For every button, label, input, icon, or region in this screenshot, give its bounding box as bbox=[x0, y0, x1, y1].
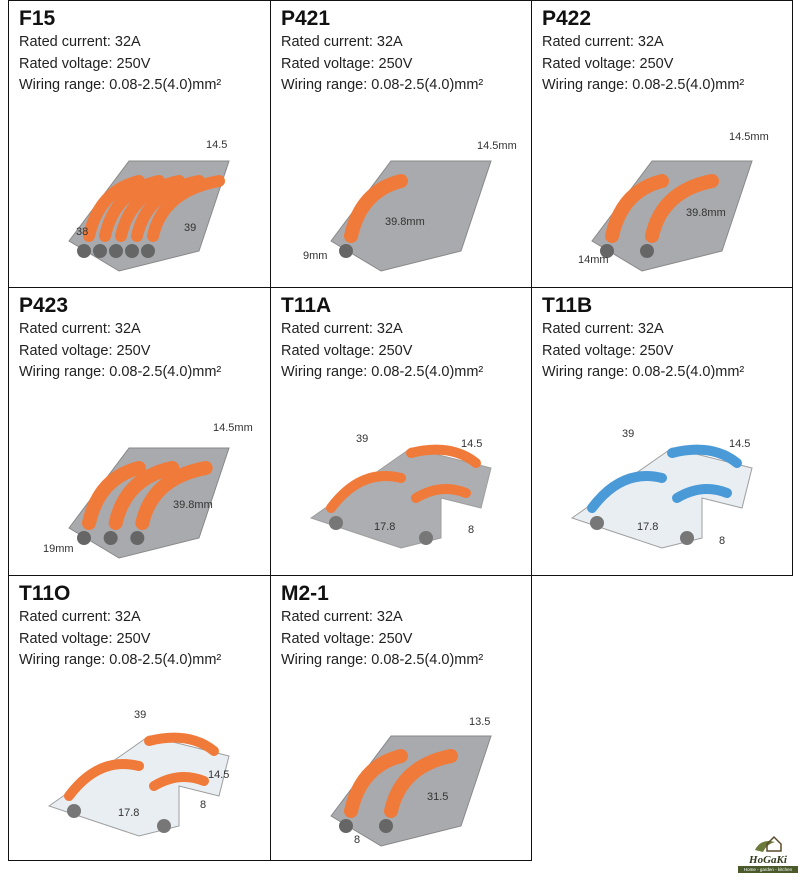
product-cell-p423: P423 Rated current: 32A Rated voltage: 2… bbox=[8, 287, 271, 576]
model-name: T11O bbox=[19, 582, 71, 605]
rated-current: Rated current: 32A bbox=[542, 34, 664, 50]
wiring-range: Wiring range: 0.08-2.5(4.0)mm² bbox=[19, 77, 222, 93]
dimension-label: 13.5 bbox=[469, 716, 491, 728]
dimension-label: 39 bbox=[134, 709, 147, 721]
model-name: P422 bbox=[542, 7, 592, 30]
wiring-range: Wiring range: 0.08-2.5(4.0)mm² bbox=[281, 364, 484, 380]
dimension-label: 39.8mm bbox=[385, 216, 425, 228]
model-name: P421 bbox=[281, 7, 331, 30]
hogaki-logo: HoGaKi Home - garden - kitchen bbox=[738, 832, 798, 886]
wiring-range: Wiring range: 0.08-2.5(4.0)mm² bbox=[542, 364, 745, 380]
rated-voltage: Rated voltage: 250V bbox=[19, 56, 151, 72]
dimension-label: 14.5 bbox=[206, 139, 228, 151]
model-name: T11B bbox=[542, 294, 593, 317]
wiring-range: Wiring range: 0.08-2.5(4.0)mm² bbox=[19, 364, 222, 380]
connector-image bbox=[309, 444, 492, 549]
dimension-label: 39.8mm bbox=[173, 499, 213, 511]
connector-image bbox=[591, 160, 753, 272]
wiring-range: Wiring range: 0.08-2.5(4.0)mm² bbox=[19, 652, 222, 668]
product-cell-t11o: T11O Rated current: 32A Rated voltage: 2… bbox=[8, 575, 271, 861]
dimension-label: 17.8 bbox=[118, 807, 140, 819]
product-cell-m2-1: M2-1 Rated current: 32A Rated voltage: 2… bbox=[270, 575, 532, 861]
dimension-label: 8 bbox=[468, 524, 475, 536]
rated-current: Rated current: 32A bbox=[281, 34, 403, 50]
dimension-label: 39 bbox=[184, 222, 197, 234]
rated-current: Rated current: 32A bbox=[281, 321, 403, 337]
logo-tagline: Home - garden - kitchen bbox=[738, 866, 798, 873]
rated-current: Rated current: 32A bbox=[19, 321, 141, 337]
dimension-label: 17.8 bbox=[637, 521, 659, 533]
dimension-label: 14mm bbox=[578, 254, 609, 266]
dimension-label: 8 bbox=[200, 799, 207, 811]
rated-voltage: Rated voltage: 250V bbox=[281, 631, 413, 647]
product-cell-p421: P421 Rated current: 32A Rated voltage: 2… bbox=[270, 0, 532, 288]
dimension-label: 39 bbox=[622, 428, 635, 440]
rated-voltage: Rated voltage: 250V bbox=[281, 56, 413, 72]
rated-current: Rated current: 32A bbox=[19, 34, 141, 50]
connector-image bbox=[330, 160, 492, 272]
dimension-label: 17.8 bbox=[374, 521, 396, 533]
wiring-range: Wiring range: 0.08-2.5(4.0)mm² bbox=[281, 77, 484, 93]
dimension-label: 14.5 bbox=[208, 769, 230, 781]
wiring-range: Wiring range: 0.08-2.5(4.0)mm² bbox=[542, 77, 745, 93]
dimension-label: 39.8mm bbox=[686, 207, 726, 219]
rated-current: Rated current: 32A bbox=[281, 609, 403, 625]
rated-voltage: Rated voltage: 250V bbox=[281, 343, 413, 359]
model-name: F15 bbox=[19, 7, 56, 30]
dimension-label: 8 bbox=[719, 535, 726, 547]
connector-image bbox=[47, 732, 230, 837]
dimension-label: 14.5 bbox=[729, 438, 751, 450]
dimension-label: 8 bbox=[354, 834, 361, 846]
dimension-label: 38 bbox=[76, 226, 89, 238]
dimension-label: 14.5mm bbox=[729, 131, 769, 143]
product-cell-p422: P422 Rated current: 32A Rated voltage: 2… bbox=[531, 0, 793, 288]
rated-voltage: Rated voltage: 250V bbox=[19, 631, 151, 647]
rated-current: Rated current: 32A bbox=[19, 609, 141, 625]
model-name: P423 bbox=[19, 294, 69, 317]
product-cell-f15: F15 Rated current: 32A Rated voltage: 25… bbox=[8, 0, 271, 288]
rated-voltage: Rated voltage: 250V bbox=[542, 56, 674, 72]
rated-voltage: Rated voltage: 250V bbox=[542, 343, 674, 359]
connector-image bbox=[330, 735, 492, 847]
model-name: T11A bbox=[281, 294, 332, 317]
connector-image bbox=[570, 444, 753, 549]
logo-brand: HoGaKi bbox=[749, 854, 787, 866]
connector-image bbox=[68, 447, 230, 559]
dimension-label: 14.5mm bbox=[213, 422, 253, 434]
dimension-label: 9mm bbox=[303, 250, 328, 262]
rated-voltage: Rated voltage: 250V bbox=[19, 343, 151, 359]
dimension-label: 14.5mm bbox=[477, 140, 517, 152]
dimension-label: 39 bbox=[356, 433, 369, 445]
wiring-range: Wiring range: 0.08-2.5(4.0)mm² bbox=[281, 652, 484, 668]
connector-image bbox=[68, 160, 230, 272]
model-name: M2-1 bbox=[281, 582, 329, 605]
dimension-label: 14.5 bbox=[461, 438, 483, 450]
rated-current: Rated current: 32A bbox=[542, 321, 664, 337]
house-leaf-icon bbox=[755, 835, 782, 852]
product-cell-t11b: T11B Rated current: 32A Rated voltage: 2… bbox=[531, 287, 793, 576]
product-cell-t11a: T11A Rated current: 32A Rated voltage: 2… bbox=[270, 287, 532, 576]
dimension-label: 19mm bbox=[43, 543, 74, 555]
dimension-label: 31.5 bbox=[427, 791, 449, 803]
